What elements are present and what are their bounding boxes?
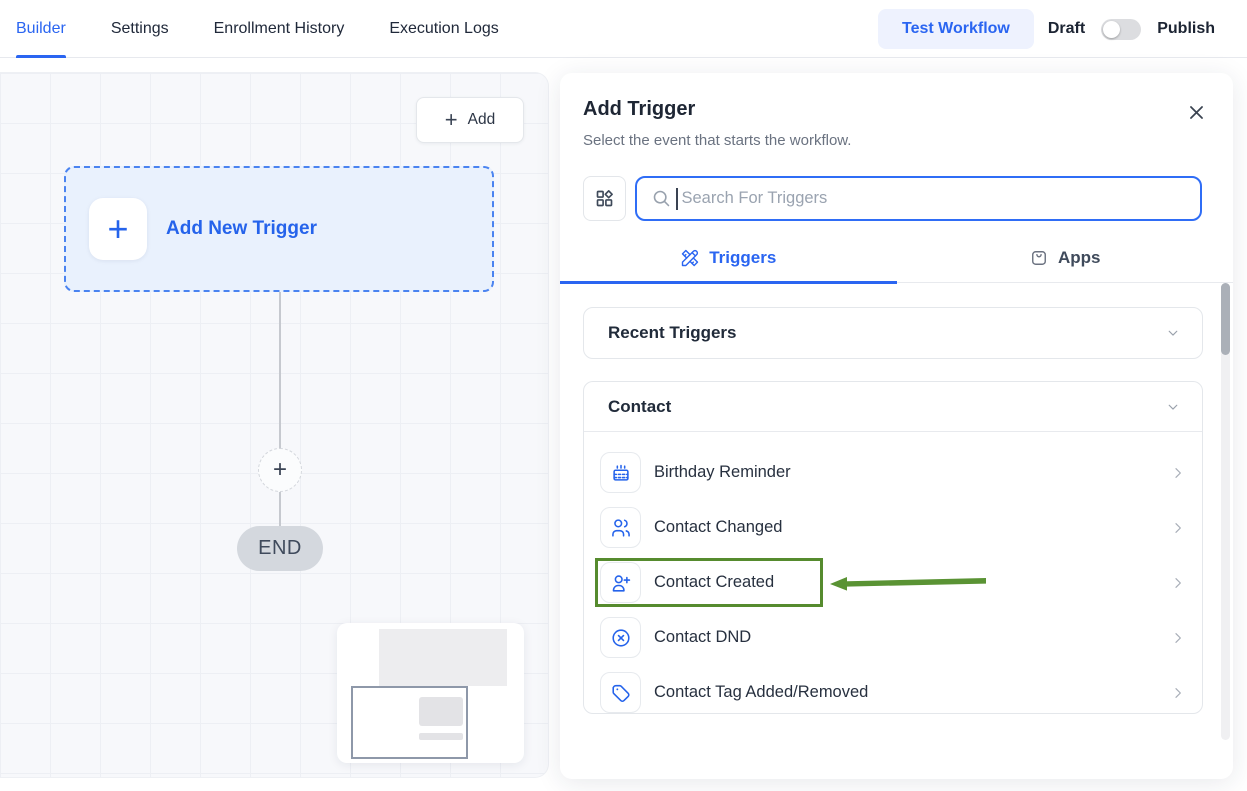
circle-x-icon xyxy=(600,617,641,658)
chevron-right-icon xyxy=(1175,577,1181,588)
add-new-trigger-node[interactable]: + Add New Trigger xyxy=(64,166,494,292)
chevron-right-icon xyxy=(1175,522,1181,533)
nav-tab-settings[interactable]: Settings xyxy=(110,19,169,37)
draft-label: Draft xyxy=(1047,20,1086,37)
canvas-add-button-label: Add xyxy=(467,111,496,128)
text-cursor xyxy=(676,187,678,210)
tab-apps-label: Apps xyxy=(1058,248,1101,267)
chevron-right-icon xyxy=(1175,467,1181,478)
trigger-item-contact-dnd[interactable]: Contact DND xyxy=(584,610,1202,665)
plus-icon: + xyxy=(89,198,147,260)
workflow-canvas[interactable]: + Add + Add New Trigger + END xyxy=(0,72,549,778)
trigger-item-birthday-reminder[interactable]: Birthday Reminder xyxy=(584,445,1202,500)
trigger-item-label: Contact Changed xyxy=(654,518,783,536)
trigger-item-contact-created[interactable]: Contact Created xyxy=(584,555,1202,610)
trigger-item-label: Contact Tag Added/Removed xyxy=(654,683,869,701)
minimap[interactable] xyxy=(337,623,524,763)
trigger-item-contact-tag[interactable]: Contact Tag Added/Removed xyxy=(584,665,1202,713)
add-new-trigger-label: Add New Trigger xyxy=(166,218,317,239)
panel-scrollbar-track xyxy=(1221,283,1230,740)
recent-triggers-section: Recent Triggers xyxy=(583,307,1203,359)
minimap-viewport[interactable] xyxy=(351,686,468,759)
minimap-node-preview xyxy=(379,629,507,686)
nav-tab-enrollment-history[interactable]: Enrollment History xyxy=(213,19,345,37)
canvas-add-button[interactable]: + Add xyxy=(416,97,524,143)
workflow-nav-tabs: Builder Settings Enrollment History Exec… xyxy=(0,0,499,58)
connector-line xyxy=(278,292,281,449)
contact-trigger-list: Birthday Reminder Contact Changed xyxy=(584,432,1202,713)
search-input[interactable] xyxy=(681,189,1186,208)
recent-triggers-header[interactable]: Recent Triggers xyxy=(584,308,1202,358)
tab-triggers-label: Triggers xyxy=(709,248,777,267)
add-step-node-button[interactable]: + xyxy=(258,448,302,492)
birthday-cake-icon xyxy=(600,452,641,493)
users-icon xyxy=(600,507,641,548)
trigger-item-label: Contact DND xyxy=(654,628,752,646)
app-bag-icon xyxy=(1032,251,1046,265)
trigger-item-label: Contact Created xyxy=(654,573,775,591)
close-icon[interactable] xyxy=(1185,101,1207,123)
publish-toggle[interactable] xyxy=(1101,18,1142,40)
tag-icon xyxy=(600,672,641,713)
search-icon xyxy=(653,190,670,207)
minimap-node-preview xyxy=(419,733,463,740)
panel-tabs: Triggers Apps xyxy=(560,234,1234,284)
publish-label: Publish xyxy=(1157,20,1215,37)
recent-triggers-label: Recent Triggers xyxy=(608,323,737,342)
contact-section-label: Contact xyxy=(608,396,672,416)
add-trigger-panel: Add Trigger Select the event that starts… xyxy=(560,73,1233,779)
nav-tab-execution-logs[interactable]: Execution Logs xyxy=(389,19,499,37)
chevron-down-icon xyxy=(1168,404,1178,410)
topbar-actions: Test Workflow Draft Publish xyxy=(878,0,1215,58)
end-node: END xyxy=(237,526,323,571)
tab-triggers[interactable]: Triggers xyxy=(560,234,897,284)
contact-section-header[interactable]: Contact xyxy=(584,382,1202,432)
chevron-right-icon xyxy=(1175,632,1181,643)
trigger-item-label: Birthday Reminder xyxy=(654,463,791,481)
tab-apps[interactable]: Apps xyxy=(897,234,1234,282)
connector-line xyxy=(278,492,281,526)
category-grid-icon[interactable] xyxy=(583,176,626,221)
panel-subtitle: Select the event that starts the workflo… xyxy=(583,132,852,149)
plus-icon: + xyxy=(444,107,458,132)
trigger-item-contact-changed[interactable]: Contact Changed xyxy=(584,500,1202,555)
minimap-node-preview xyxy=(419,697,463,726)
top-navigation-bar: Builder Settings Enrollment History Exec… xyxy=(0,0,1247,58)
contact-triggers-section: Contact Birthday Reminder xyxy=(583,381,1203,714)
tools-icon xyxy=(681,249,699,267)
user-plus-icon xyxy=(600,562,641,603)
nav-tab-builder[interactable]: Builder xyxy=(16,0,66,58)
toggle-knob-icon xyxy=(1103,20,1121,38)
panel-title: Add Trigger xyxy=(583,98,696,120)
test-workflow-button[interactable]: Test Workflow xyxy=(878,9,1034,49)
trigger-search-box xyxy=(635,176,1202,221)
annotation-arrow-icon xyxy=(830,577,986,591)
chevron-down-icon xyxy=(1168,330,1178,336)
chevron-right-icon xyxy=(1175,687,1181,698)
panel-scrollbar-thumb[interactable] xyxy=(1221,283,1230,355)
